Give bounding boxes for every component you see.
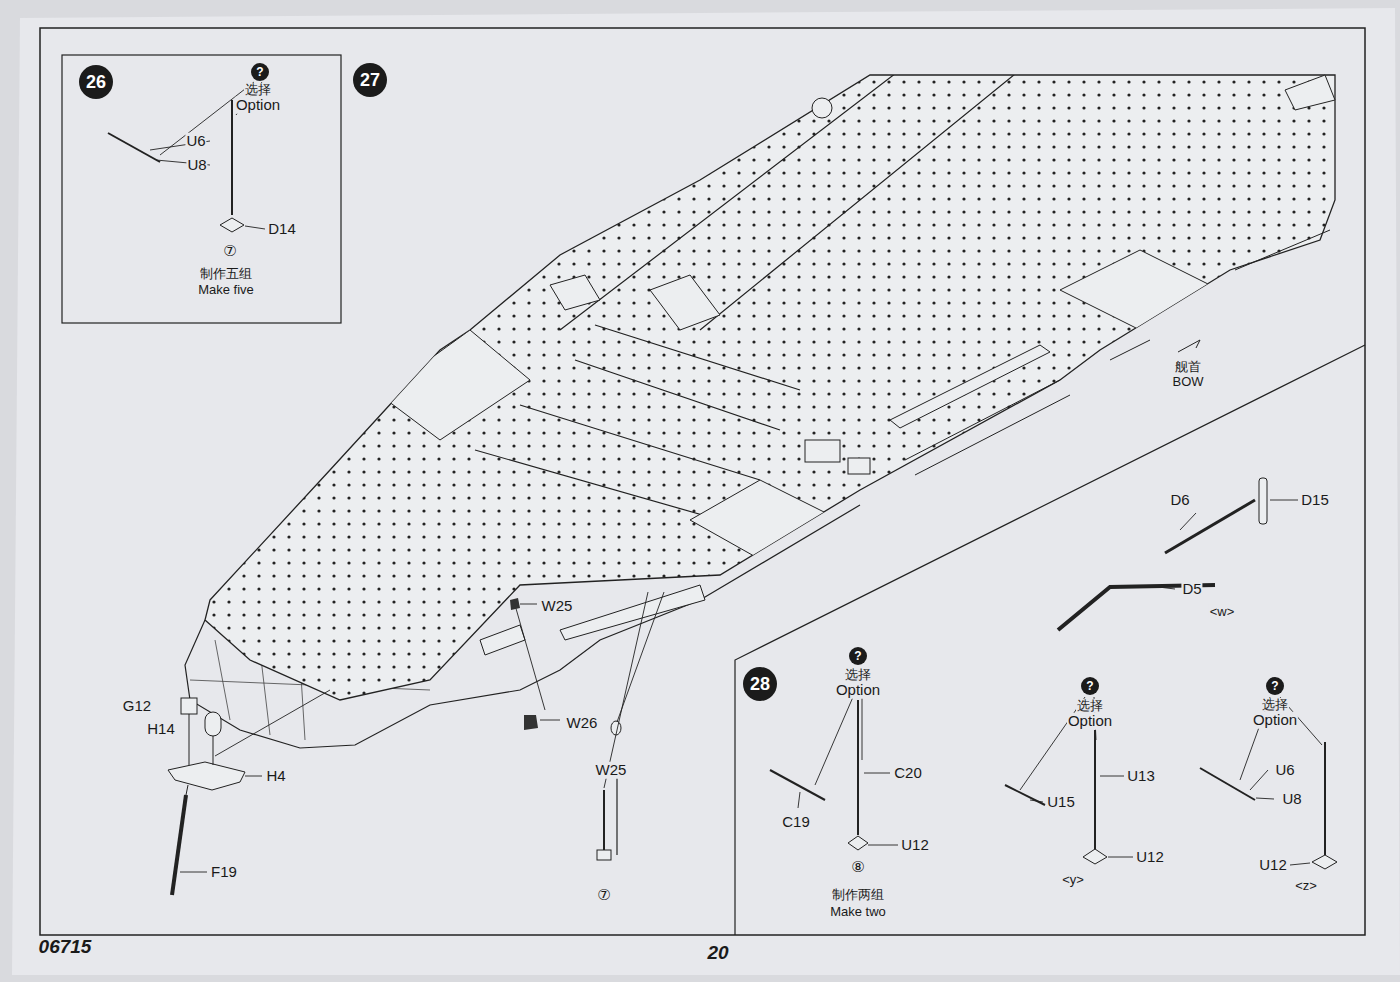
part-label: C19 xyxy=(781,814,811,831)
part-label: F19 xyxy=(210,864,238,881)
part-label: D15 xyxy=(1300,492,1330,509)
part-label: ⑦ xyxy=(222,243,237,260)
part-label: 选择 xyxy=(1076,699,1104,713)
part-label: W25 xyxy=(541,598,574,615)
part-label: D6 xyxy=(1169,492,1190,509)
part-label: U15 xyxy=(1046,794,1076,811)
part-label: U8 xyxy=(186,157,207,174)
part-label: W26 xyxy=(566,715,599,732)
part-label: Option xyxy=(235,97,281,114)
step-number: ? xyxy=(256,66,263,78)
part-label: U8 xyxy=(1281,791,1302,808)
option-marker: ? xyxy=(251,63,269,81)
step-number: ? xyxy=(1086,680,1093,692)
part-label: 制作五组 xyxy=(199,267,253,281)
part-label: C20 xyxy=(893,765,923,782)
part-label: ⑦ xyxy=(596,887,611,904)
part-label: H14 xyxy=(146,721,176,738)
part-label: Option xyxy=(1067,713,1113,730)
part-label: ⑧ xyxy=(850,859,865,876)
part-label: Option xyxy=(835,682,881,699)
part-label: D5 xyxy=(1181,581,1202,598)
part-label: U12 xyxy=(900,837,930,854)
part-label: 选择 xyxy=(844,668,872,682)
part-label: H4 xyxy=(265,768,286,785)
step-number: ? xyxy=(1271,680,1278,692)
step-number: 26 xyxy=(86,73,106,91)
part-label: U12 xyxy=(1135,849,1165,866)
page-number: 20 xyxy=(706,943,729,964)
step-number: ? xyxy=(854,650,861,662)
part-label: W25 xyxy=(595,762,628,779)
step-number: 28 xyxy=(750,675,770,693)
part-label: U6 xyxy=(185,133,206,150)
part-label: 选择 xyxy=(1261,698,1289,712)
part-label: <w> xyxy=(1209,605,1236,619)
part-label: U12 xyxy=(1258,857,1288,874)
part-label: <y> xyxy=(1061,873,1085,887)
step-number: 27 xyxy=(360,71,380,89)
option-marker: ? xyxy=(1266,677,1284,695)
option-marker: ? xyxy=(1081,677,1099,695)
part-label: G12 xyxy=(122,698,152,715)
part-label: Make five xyxy=(197,283,255,297)
step-number-circle: 26 xyxy=(79,65,113,99)
part-label: BOW xyxy=(1171,375,1204,389)
part-label: 选择 xyxy=(244,83,272,97)
part-label: <z> xyxy=(1294,879,1318,893)
part-label: 舰首 xyxy=(1174,360,1202,374)
part-label: Option xyxy=(1252,712,1298,729)
option-marker: ? xyxy=(849,647,867,665)
step-number-circle: 27 xyxy=(353,63,387,97)
part-label: U6 xyxy=(1274,762,1295,779)
page-number: 06715 xyxy=(38,937,93,958)
step-number-circle: 28 xyxy=(743,667,777,701)
part-label: Make two xyxy=(829,905,887,919)
part-label: U13 xyxy=(1126,768,1156,785)
part-label: D14 xyxy=(267,221,297,238)
part-label: 制作两组 xyxy=(831,888,885,902)
